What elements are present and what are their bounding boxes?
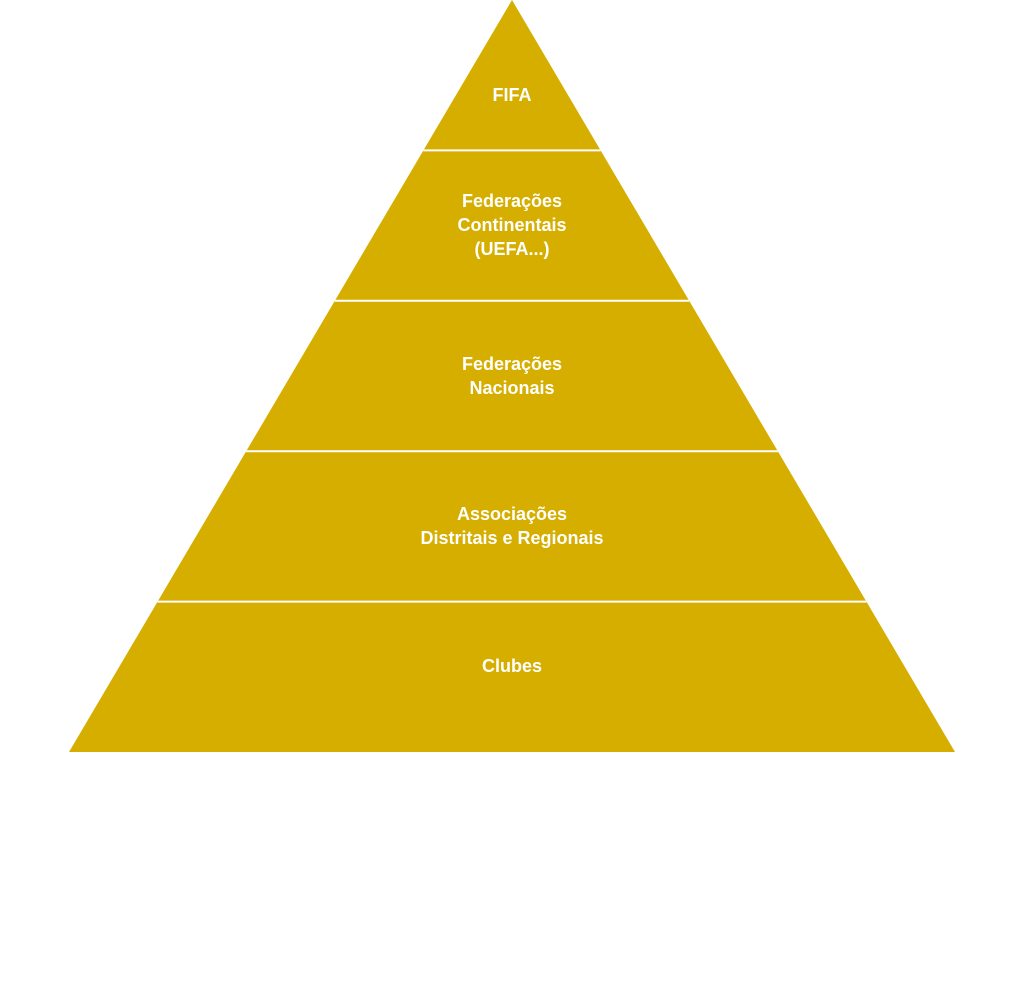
- level-label-fifa: FIFA: [492, 85, 532, 105]
- level-label-clubs: Clubes: [481, 656, 542, 676]
- level-separators: [157, 149, 867, 603]
- level-label-district-regional-associations: Associações Distritais e Regionais: [420, 504, 604, 548]
- level-label-national-federations: Federações Nacionais: [461, 354, 563, 398]
- level-label-continental-federations: Federações Continentais (UEFA...): [457, 191, 567, 259]
- pyramid-body: [69, 0, 955, 752]
